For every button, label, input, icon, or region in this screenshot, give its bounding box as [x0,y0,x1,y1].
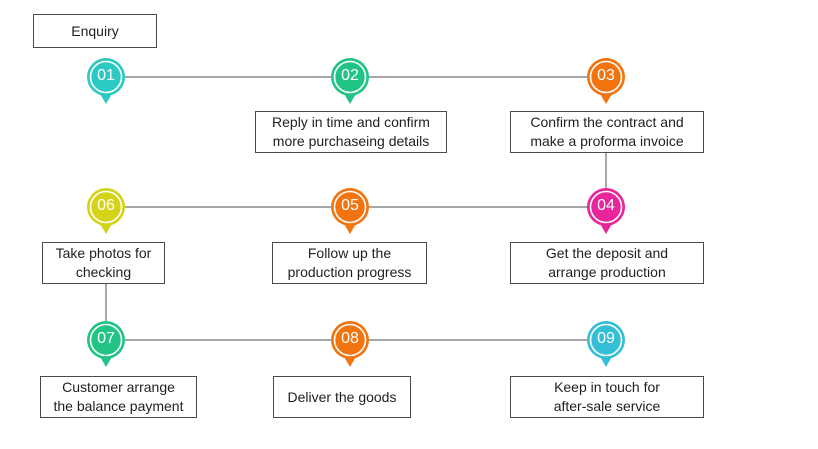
step-02-label: Reply in time and confirm more purchasei… [272,114,430,149]
step-06-box: Take photos for checking [42,242,165,284]
pin-number-02: 02 [341,67,359,84]
step-06-label: Take photos for checking [55,245,152,280]
step-03-label: Confirm the contract and make a proforma… [530,114,684,149]
enquiry-box: Enquiry [33,14,157,48]
pin-number-08: 08 [341,330,359,347]
step-07-box: Customer arrange the balance payment [40,376,197,418]
step-09-box: Keep in touch for after-sale service [510,376,704,418]
step-01-marker-icon [87,58,125,104]
enquiry-label: Enquiry [71,22,119,39]
step-04-marker-icon [587,188,625,234]
step-09-marker-icon [587,321,625,367]
step-03-marker-icon [587,58,625,104]
pin-number-09: 09 [597,330,615,347]
step-07-marker-icon [87,321,125,367]
step-03-box: Confirm the contract and make a proforma… [510,111,704,153]
pin-number-06: 06 [97,197,115,214]
step-08-marker-icon [331,321,369,367]
step-06-marker-icon [87,188,125,234]
pin-number-03: 03 [597,67,615,84]
step-07-label: Customer arrange the balance payment [53,379,184,414]
pin-number-05: 05 [341,197,359,214]
pin-number-07: 07 [97,330,115,347]
step-02-box: Reply in time and confirm more purchasei… [255,111,447,153]
step-08-box: Deliver the goods [273,376,411,418]
step-05-box: Follow up the production progress [272,242,427,284]
pin-number-01: 01 [97,67,115,84]
pin-number-04: 04 [597,197,615,214]
step-09-label: Keep in touch for after-sale service [553,379,661,414]
step-08-label: Deliver the goods [287,388,397,405]
step-04-box: Get the deposit and arrange production [510,242,704,284]
step-04-label: Get the deposit and arrange production [545,245,669,280]
step-05-label: Follow up the production progress [287,245,412,280]
step-05-marker-icon [331,188,369,234]
step-02-marker-icon [331,58,369,104]
